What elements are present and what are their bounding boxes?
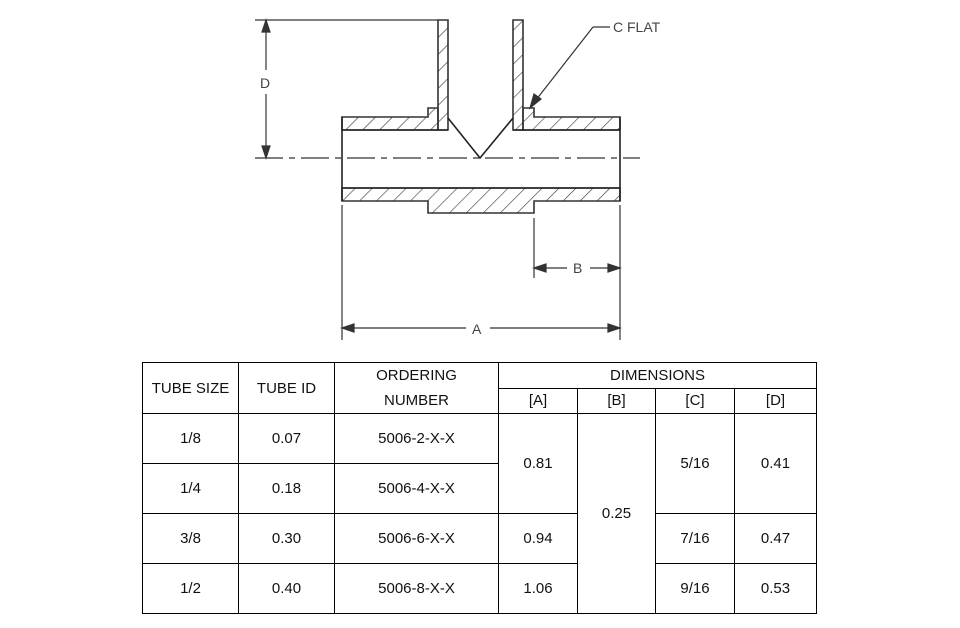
dimension-d <box>255 18 438 160</box>
b-label: B <box>573 260 582 276</box>
hatched-walls <box>341 19 621 214</box>
d-label: D <box>260 75 270 91</box>
header-dim-a: [A] <box>498 387 578 414</box>
header-tube-id: TUBE ID <box>238 362 335 414</box>
header-dimensions: DIMENSIONS <box>497 362 818 389</box>
drill-point <box>447 117 514 160</box>
dimension-b <box>532 205 622 340</box>
c-flat-label: C FLAT <box>613 19 661 35</box>
a-label: A <box>472 321 482 337</box>
header-tube-size: TUBE SIZE <box>142 362 239 414</box>
bore-outline <box>341 117 621 201</box>
cell-tube-id: 0.30 <box>238 513 335 564</box>
cell-dim-a: 0.81 <box>498 413 578 514</box>
branch-right-wall <box>512 19 524 131</box>
cell-dim-c: 9/16 <box>655 563 735 614</box>
header-dim-d: [D] <box>733 387 818 414</box>
table-row: 1/4 0.18 5006-4-X-X <box>142 463 817 514</box>
cell-dim-c: 5/16 <box>655 413 735 514</box>
cell-tube-size: 3/8 <box>142 513 239 564</box>
header-ordering-number: ORDERING NUMBER <box>334 362 499 414</box>
header-ordering-line1: ORDERING <box>376 367 457 384</box>
cell-dim-c: 7/16 <box>655 513 735 564</box>
dimension-a <box>340 205 622 340</box>
cell-dim-d: 0.53 <box>733 563 818 614</box>
run-top-wall-right <box>522 107 621 131</box>
header-dim-b: [B] <box>577 387 656 414</box>
dimensions-table: TUBE SIZE TUBE ID ORDERING NUMBER DIMENS… <box>142 362 818 614</box>
cell-dim-d: 0.47 <box>733 513 818 564</box>
cell-ordering: 5006-8-X-X <box>334 563 499 614</box>
cell-dim-b: 0.25 <box>577 413 656 614</box>
cell-dim-d: 0.41 <box>733 413 818 514</box>
c-flat-leader <box>528 26 610 110</box>
cell-tube-id: 0.40 <box>238 563 335 614</box>
table-row: 1/8 0.07 5006-2-X-X 0.81 0.25 5/16 0.41 <box>142 413 818 614</box>
header-ordering-line2: NUMBER <box>383 392 449 409</box>
cell-tube-size: 1/8 <box>142 413 239 464</box>
cell-ordering: 5006-2-X-X <box>334 413 499 464</box>
table-row: 1/2 0.40 5006-8-X-X 1.06 9/16 0.53 <box>142 563 818 614</box>
cell-ordering: 5006-6-X-X <box>334 513 499 564</box>
cell-tube-size: 1/2 <box>142 563 239 614</box>
run-bottom-wall <box>341 187 621 214</box>
cell-dim-a: 1.06 <box>498 563 578 614</box>
tee-fitting-drawing: D C FLAT B A <box>255 18 661 340</box>
cell-tube-id: 0.18 <box>238 463 335 514</box>
table-row: 3/8 0.30 5006-6-X-X 0.94 7/16 0.47 <box>142 513 818 564</box>
run-top-wall <box>341 107 439 131</box>
cell-tube-id: 0.07 <box>238 413 335 464</box>
cell-ordering: 5006-4-X-X <box>334 463 499 514</box>
cell-tube-size: 1/4 <box>142 463 239 514</box>
header-dim-c: [C] <box>655 387 735 414</box>
cell-dim-a: 0.94 <box>498 513 578 564</box>
branch-left-wall <box>437 19 449 131</box>
